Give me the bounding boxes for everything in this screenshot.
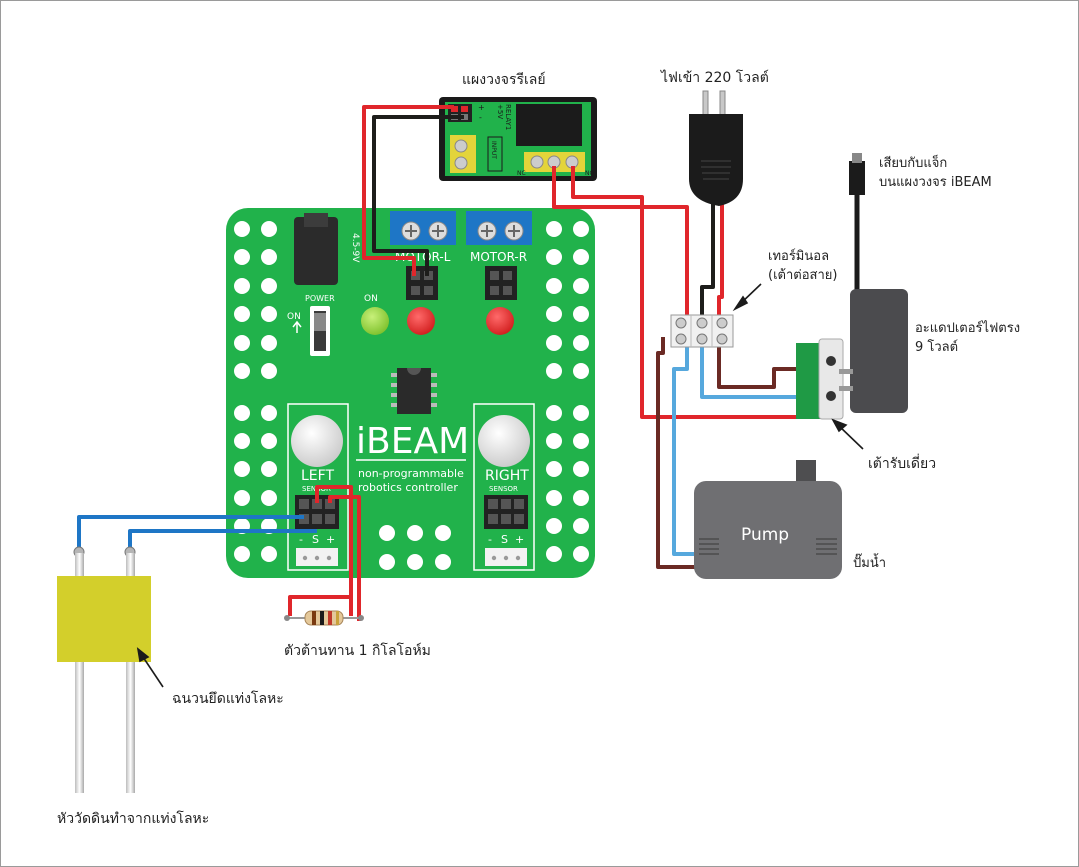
voltage-label: 4.5-9V (350, 233, 360, 263)
mains-in-label: ไฟเข้า 220 โวลต์ (660, 69, 769, 86)
on-led (361, 307, 389, 335)
right-pin-plus: + (515, 533, 524, 546)
wire-red-resistor-3 (288, 595, 351, 616)
wire-blue-pump (672, 337, 701, 556)
left-pin-s: S (312, 533, 319, 546)
ibeam-subtitle-2: robotics controller (358, 481, 458, 494)
ibeam-board: 4.5-9V POWER ON ON MOTOR-L MOTOR-R (226, 208, 595, 578)
insulator-label: ฉนวนยึดแท่งโลหะ (172, 690, 284, 707)
right-pin-minus: - (488, 533, 492, 546)
wire-red-relay-no (571, 166, 817, 419)
right-sensor-knob (478, 415, 530, 467)
soil-probe (57, 546, 151, 793)
wire-brown-pump (656, 337, 701, 569)
wire-red-relay-com (552, 166, 689, 328)
adapter-label-2: 9 โวลต์ (915, 339, 958, 355)
right-sensor-label: RIGHT (485, 468, 529, 484)
right-sensor-word: SENSOR (489, 485, 518, 493)
wire-brown-socket (717, 337, 796, 389)
callout-arrows (136, 283, 864, 688)
left-sensor-knob (291, 415, 343, 467)
relay-5v: +5V (496, 104, 504, 119)
resistor-label: ตัวต้านทาน 1 กิโลโอห์ม (284, 642, 431, 659)
resistor (284, 610, 364, 626)
probe-rod-1 (75, 553, 84, 793)
right-jst-socket (485, 548, 527, 566)
relay-name: RELAY1 (504, 104, 512, 130)
relay-module (516, 104, 582, 146)
mains-plug (689, 90, 743, 206)
motor-r-label: MOTOR-R (470, 250, 527, 264)
relay-board-label: แผงวงจรรีเลย์ (462, 71, 546, 88)
wire-black-mains (700, 196, 715, 323)
dc-jack (294, 217, 338, 285)
plug-jack-label-2: บนแผงวงจร iBEAM (879, 175, 992, 190)
right-sensor-panel (473, 403, 535, 571)
right-led (486, 307, 514, 335)
ic-chip (391, 368, 437, 414)
power-label: POWER (305, 294, 335, 303)
right-sensor-header (484, 495, 528, 529)
terminal-arrow-head (732, 295, 749, 312)
probe-insulator (57, 576, 151, 662)
wire-red-resistor-1 (315, 485, 353, 616)
ibeam-subtitle-1: non-programmable (358, 467, 464, 480)
terminal-block (670, 314, 734, 348)
probe-rod-2 (126, 553, 135, 793)
left-jst-socket (296, 548, 338, 566)
adapter-label-1: อะแดปเตอร์ไฟตรง (915, 320, 1020, 336)
wire-red-mains (717, 196, 724, 323)
relay-minus-sym: - (479, 113, 482, 122)
wire-black-relay-minus (372, 115, 464, 276)
terminal-label-2: (เต้าต่อสาย) (768, 268, 837, 283)
wires (77, 105, 817, 621)
motor-l-header (406, 266, 438, 300)
left-pin-plus: + (326, 533, 335, 546)
motor-l-label: MOTOR-L (395, 250, 451, 264)
pump: Pump (694, 460, 842, 579)
pump-label: Pump (741, 525, 789, 545)
relay-nc: NC (517, 170, 526, 177)
left-pin-minus: - (299, 533, 303, 546)
dc-adapter (839, 153, 908, 413)
on-switch-label: ON (287, 312, 301, 322)
wire-blue-probe-1 (77, 515, 304, 549)
single-socket (796, 338, 844, 420)
motor-r-header (485, 266, 517, 300)
relay-plus-sym: + (478, 103, 485, 112)
socket-arrow-head (831, 418, 848, 433)
relay-board: RELAY1 +5V + - INPUT NC NO (439, 97, 597, 181)
plug-jack-label-1: เสียบกับแจ็ก (879, 153, 947, 171)
right-pin-s: S (501, 533, 508, 546)
pump-caption: ปั๊มน้ำ (853, 553, 886, 571)
insulator-arrow-head (136, 647, 150, 663)
probe-label: หัววัดดินทำจากแท่งโลหะ (57, 810, 209, 827)
left-led (407, 307, 435, 335)
left-sensor-label: LEFT (301, 468, 334, 484)
wire-blue-probe-2 (128, 529, 317, 549)
motor-l-terminal (390, 211, 456, 245)
terminal-label-1: เทอร์มินอล (768, 248, 829, 264)
on-led-label: ON (364, 294, 378, 304)
socket-label: เต้ารับเดี่ยว (868, 454, 936, 472)
wire-red-resistor-2 (328, 495, 361, 621)
ibeam-logo: iBEAM (356, 421, 469, 462)
wire-red-relay-plus (362, 105, 454, 276)
relay-input: INPUT (490, 141, 497, 159)
motor-r-terminal (466, 211, 532, 245)
relay-no: NO (585, 170, 594, 177)
wire-blue-socket (700, 337, 796, 399)
